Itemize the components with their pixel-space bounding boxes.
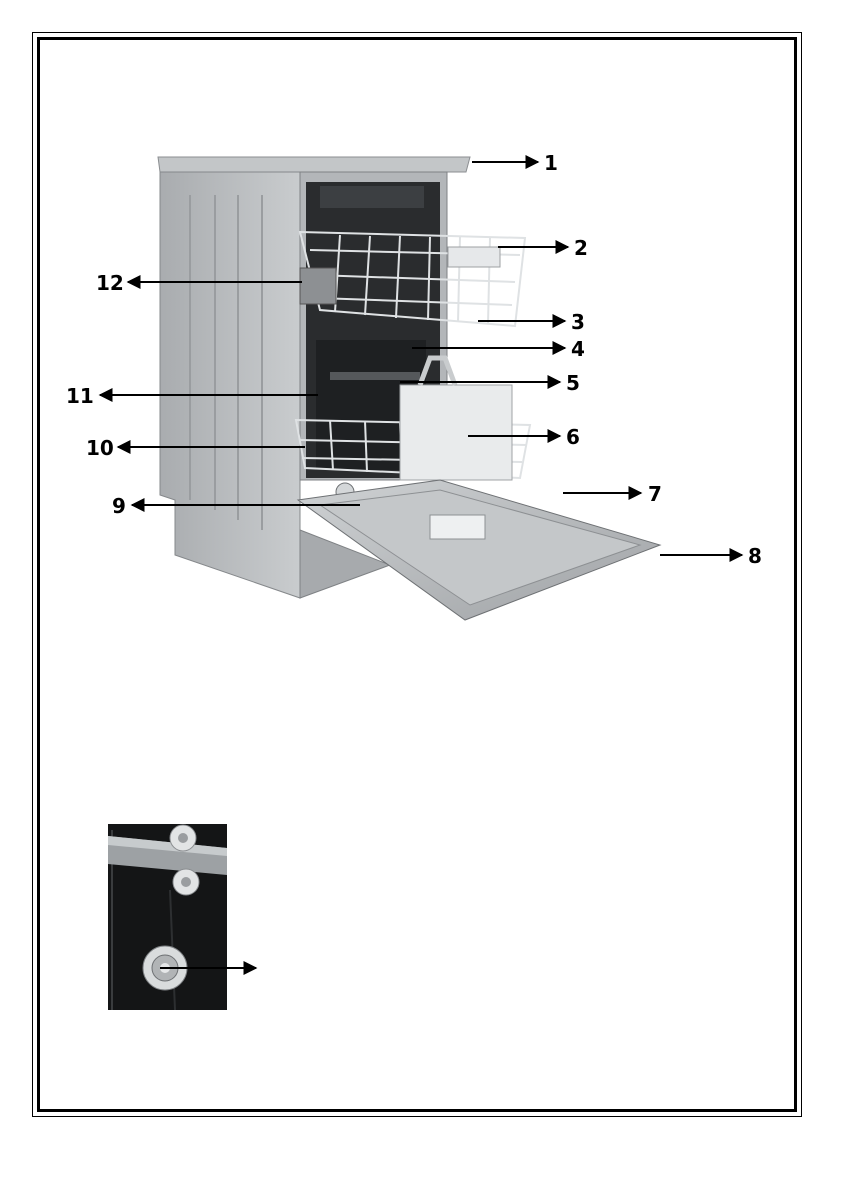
callout-8: 8	[748, 544, 762, 568]
callout-10: 10	[86, 436, 114, 460]
dishwasher-illustration	[158, 157, 660, 620]
callout-3: 3	[571, 310, 585, 334]
callout-11: 11	[66, 384, 94, 408]
cup-shelf	[448, 247, 500, 267]
cutlery-basket	[400, 385, 512, 480]
callout-2: 2	[574, 236, 588, 260]
worktop	[158, 157, 470, 172]
cabinet-side	[160, 172, 300, 598]
inset-detail-photo	[108, 824, 227, 1010]
callout-9: 9	[112, 494, 126, 518]
callout-7: 7	[648, 482, 662, 506]
callout-4: 4	[571, 337, 585, 361]
callout-6: 6	[566, 425, 580, 449]
callout-1: 1	[544, 151, 558, 175]
callout-12: 12	[96, 271, 124, 295]
callout-5: 5	[566, 371, 580, 395]
rack-adjuster	[300, 268, 336, 304]
